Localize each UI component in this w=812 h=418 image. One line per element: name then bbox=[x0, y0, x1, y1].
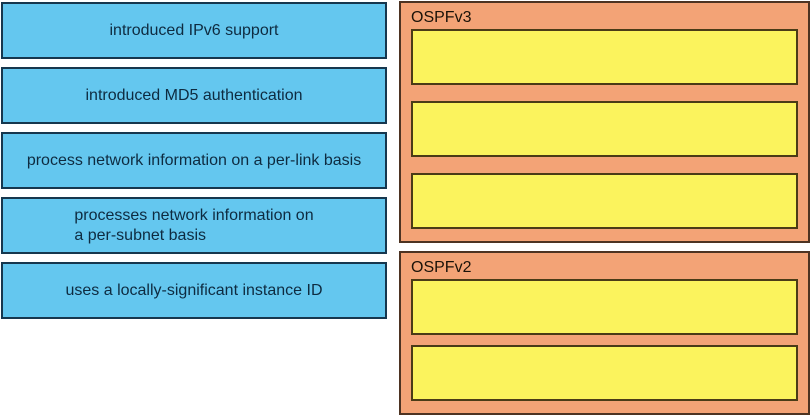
target-group-ospfv3: OSPFv3 bbox=[399, 1, 810, 243]
ospfv2-slot-list bbox=[411, 279, 798, 401]
ospfv3-drop-slot-3[interactable] bbox=[411, 173, 798, 229]
ospfv2-drop-slot-2[interactable] bbox=[411, 345, 798, 401]
drag-item-per-subnet-basis[interactable]: processes network information on a per-s… bbox=[1, 197, 387, 254]
drag-item-label: introduced IPv6 support bbox=[109, 21, 279, 39]
drag-item-per-link-basis[interactable]: process network information on a per-lin… bbox=[1, 132, 387, 189]
ospfv3-drop-slot-1[interactable] bbox=[411, 29, 798, 85]
ospfv3-slot-list bbox=[411, 29, 798, 229]
ospfv2-drop-slot-1[interactable] bbox=[411, 279, 798, 335]
drag-item-label: uses a locally-significant instance ID bbox=[65, 281, 323, 299]
drag-item-label: processes network information on a per-s… bbox=[74, 206, 314, 244]
drag-item-ipv6-support[interactable]: introduced IPv6 support bbox=[1, 2, 387, 59]
source-items-column: introduced IPv6 support introduced MD5 a… bbox=[1, 2, 387, 319]
drag-item-label: introduced MD5 authentication bbox=[85, 86, 303, 104]
target-group-ospfv2: OSPFv2 bbox=[399, 251, 810, 415]
target-group-ospfv2-title: OSPFv2 bbox=[411, 259, 472, 276]
drag-item-md5-authentication[interactable]: introduced MD5 authentication bbox=[1, 67, 387, 124]
drag-item-instance-id[interactable]: uses a locally-significant instance ID bbox=[1, 262, 387, 319]
target-group-ospfv3-title: OSPFv3 bbox=[411, 9, 472, 26]
ospfv3-drop-slot-2[interactable] bbox=[411, 101, 798, 157]
drag-item-label: process network information on a per-lin… bbox=[26, 151, 362, 169]
target-panels-column: OSPFv3 OSPFv2 bbox=[399, 1, 810, 415]
